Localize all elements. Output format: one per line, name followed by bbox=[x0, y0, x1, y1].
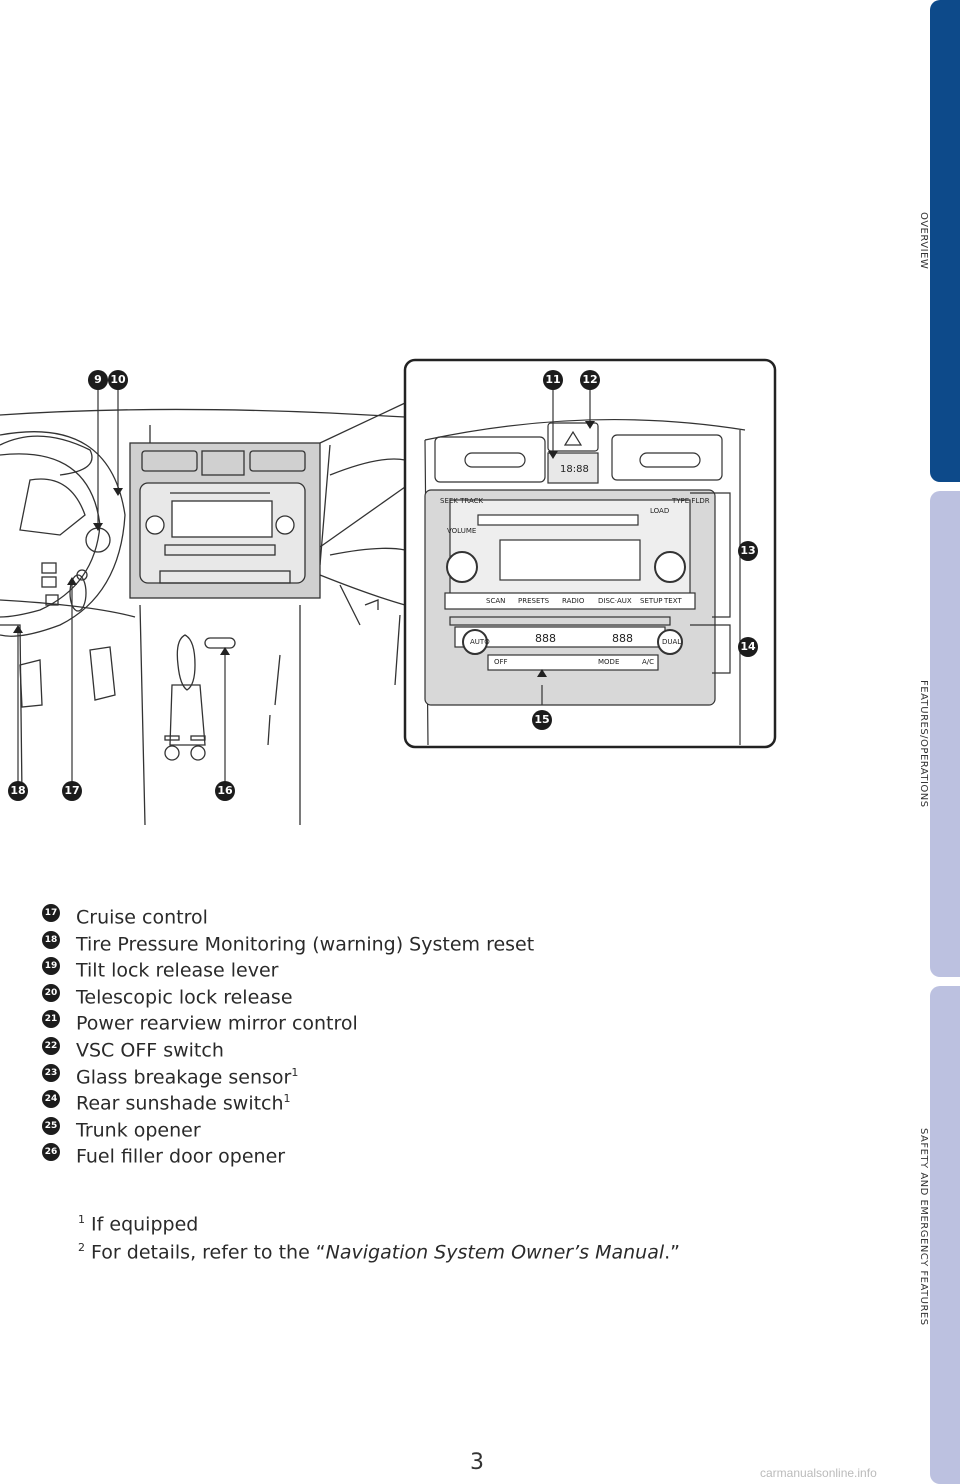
clock-display: 18:88 bbox=[560, 464, 589, 475]
list-item: 23 Glass breakage sensor1 bbox=[42, 1060, 534, 1088]
text-label: TEXT bbox=[663, 597, 682, 605]
tab-overview-label: OVERVIEW bbox=[918, 212, 929, 270]
list-item: 25 Trunk opener bbox=[42, 1113, 534, 1142]
item-text: Cruise control bbox=[76, 906, 208, 929]
tab-features-operations-label: FEATURES/OPERATIONS bbox=[918, 680, 929, 808]
item-number-badge: 20 bbox=[42, 983, 60, 1002]
list-item: 26 Fuel filler door opener bbox=[42, 1139, 534, 1168]
item-text: Tire Pressure Monitoring (warning) Syste… bbox=[76, 932, 535, 955]
tab-overview[interactable] bbox=[930, 0, 960, 482]
item-number-badge: 26 bbox=[42, 1143, 60, 1162]
ac-label: A/C bbox=[642, 658, 654, 666]
item-text: Tilt lock release lever bbox=[76, 959, 279, 982]
footnotes: 1 If equipped 2 For details, refer to th… bbox=[78, 1208, 680, 1265]
item-number-badge: 21 bbox=[42, 1010, 60, 1029]
item-text: Trunk opener bbox=[76, 1119, 201, 1142]
temp-display-left: 888 bbox=[535, 632, 556, 645]
item-number-badge: 18 bbox=[42, 930, 60, 949]
footnote-2-prefix: For details, refer to the “ bbox=[91, 1241, 326, 1264]
callout-18: 18 bbox=[8, 781, 28, 801]
footnote-1-text: If equipped bbox=[91, 1213, 199, 1236]
dual-label: DUAL bbox=[662, 638, 681, 646]
item-number-badge: 22 bbox=[42, 1036, 60, 1055]
footnote-2-suffix: .” bbox=[664, 1241, 681, 1264]
list-item: 21 Power rearview mirror control bbox=[42, 1006, 534, 1035]
mode-label: MODE bbox=[598, 658, 619, 666]
list-item: 17 Cruise control bbox=[42, 900, 534, 929]
list-item: 24 Rear sunshade switch1 bbox=[42, 1086, 534, 1115]
item-text: Telescopic lock release bbox=[76, 986, 293, 1009]
callout-13: 13 bbox=[738, 541, 758, 561]
tab-safety-emergency-label: SAFETY AND EMERGENCY FEATURES bbox=[918, 1128, 929, 1326]
callout-16: 16 bbox=[215, 781, 235, 801]
temp-display-right: 888 bbox=[612, 632, 633, 645]
item-text: Power rearview mirror control bbox=[76, 1012, 358, 1035]
item-text: Rear sunshade switch bbox=[76, 1092, 284, 1115]
callout-15: 15 bbox=[532, 710, 552, 730]
page-number: 3 bbox=[470, 1450, 484, 1475]
load-label: LOAD bbox=[650, 507, 669, 515]
item-footnote-mark: 1 bbox=[291, 1065, 299, 1079]
tab-safety-emergency[interactable] bbox=[930, 986, 960, 1484]
scan-label: SCAN bbox=[486, 597, 505, 605]
item-list: 17 Cruise control 18 Tire Pressure Monitor… bbox=[42, 900, 535, 1168]
list-item: 22 VSC OFF switch bbox=[42, 1033, 534, 1062]
item-number-badge: 19 bbox=[42, 957, 60, 976]
type-fldr-label: TYPE FLDR bbox=[671, 497, 710, 505]
footnote-2-title: Navigation System Owner’s Manual bbox=[325, 1241, 665, 1264]
list-item: 19 Tilt lock release lever bbox=[42, 953, 534, 982]
callout-9: 9 bbox=[88, 370, 108, 390]
item-number-badge: 24 bbox=[42, 1090, 60, 1109]
tab-features-operations[interactable] bbox=[930, 491, 960, 977]
callout-11: 11 bbox=[543, 370, 563, 390]
off-label: OFF bbox=[494, 658, 508, 666]
item-text: Fuel filler door opener bbox=[76, 1145, 286, 1168]
presets-label: PRESETS bbox=[518, 597, 550, 605]
item-number-badge: 17 bbox=[42, 904, 60, 922]
auto-label: AUTO bbox=[470, 638, 490, 646]
callout-12: 12 bbox=[580, 370, 600, 390]
seek-track-label: SEEK TRACK bbox=[440, 497, 484, 505]
item-text: Glass breakage sensor bbox=[76, 1065, 292, 1088]
watermark: carmanualsonline.info bbox=[760, 1466, 877, 1480]
callout-10: 10 bbox=[108, 370, 128, 390]
setup-label: SETUP bbox=[640, 597, 663, 605]
dashboard-line-art: SEEK TRACK VOLUME LOAD TYPE FLDR SCAN PR… bbox=[0, 358, 777, 826]
footnote-2-mark: 2 bbox=[78, 1241, 85, 1255]
callout-14: 14 bbox=[738, 637, 758, 657]
item-text: VSC OFF switch bbox=[76, 1039, 224, 1062]
volume-label: VOLUME bbox=[447, 527, 476, 535]
footnote-1-mark: 1 bbox=[78, 1213, 85, 1226]
item-number-badge: 25 bbox=[42, 1116, 60, 1135]
item-footnote-mark: 1 bbox=[283, 1092, 291, 1106]
footnote-1: 1 If equipped bbox=[78, 1208, 680, 1236]
callout-17: 17 bbox=[62, 781, 82, 801]
disc-aux-label: DISC·AUX bbox=[598, 597, 632, 605]
radio-label: RADIO bbox=[562, 597, 585, 605]
footnote-2: 2 For details, refer to the “Navigation … bbox=[78, 1236, 680, 1264]
list-item: 18 Tire Pressure Monitoring (warning) Sys… bbox=[42, 927, 535, 955]
dashboard-illustration: SEEK TRACK VOLUME LOAD TYPE FLDR SCAN PR… bbox=[0, 355, 790, 826]
item-number-badge: 23 bbox=[42, 1063, 60, 1082]
list-item: 20 Telescopic lock release bbox=[42, 980, 534, 1009]
